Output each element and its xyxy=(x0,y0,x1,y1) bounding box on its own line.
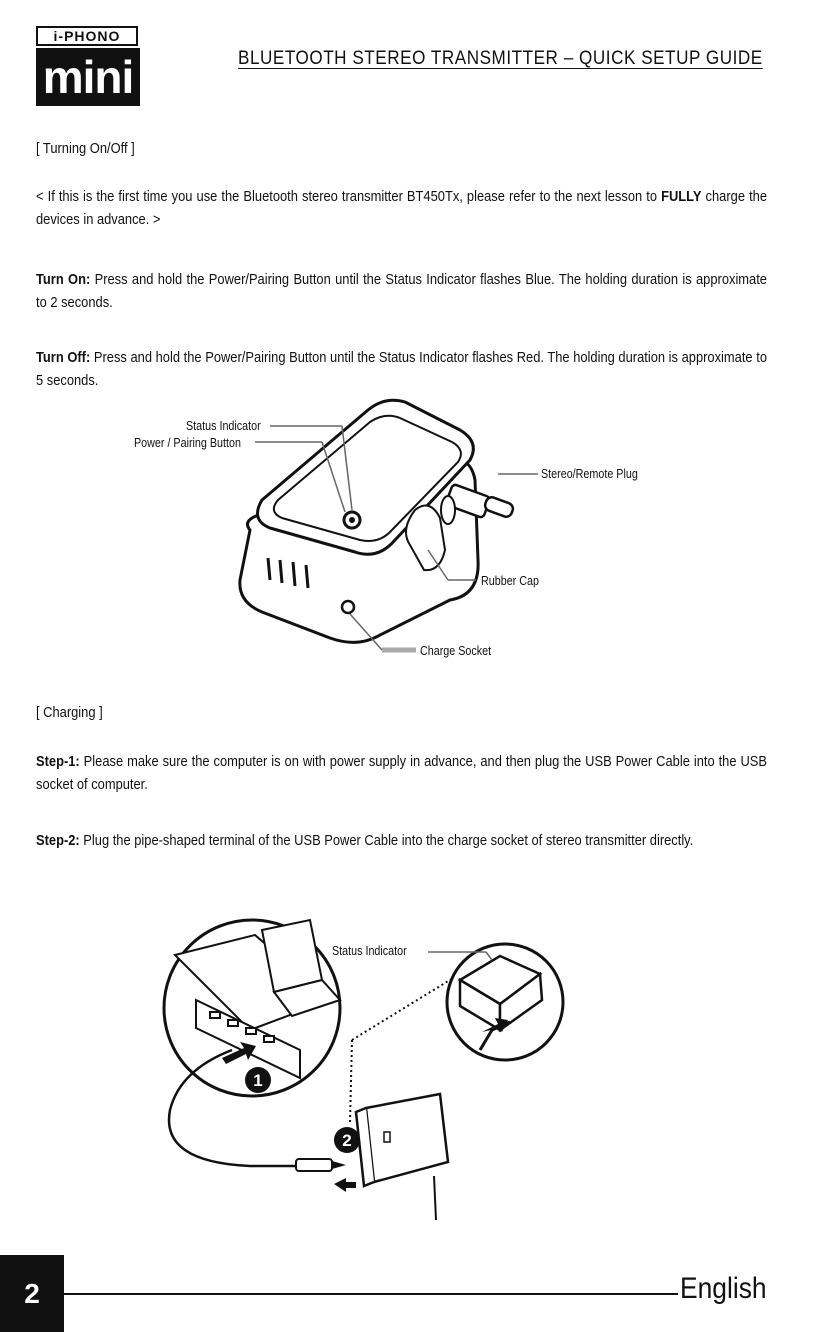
intro-text-bold: FULLY xyxy=(661,188,702,205)
step2-text: Plug the pipe-shaped terminal of the USB… xyxy=(79,832,694,849)
turn-off-label: Turn Off: xyxy=(36,349,91,366)
turn-off-text: Press and hold the Power/Pairing Button … xyxy=(36,349,768,389)
page-title: BLUETOOTH STEREO TRANSMITTER – QUICK SET… xyxy=(238,48,763,69)
section-heading-charging: [ Charging ] xyxy=(36,704,103,721)
label-charge-socket: Charge Socket xyxy=(420,644,492,658)
marker-step-1: 1 xyxy=(253,1071,262,1090)
language-label: English xyxy=(680,1272,767,1305)
label-power-pairing-button: Power / Pairing Button xyxy=(134,436,241,450)
step1-label: Step-1: xyxy=(36,753,80,770)
turn-on-paragraph: Turn On: Press and hold the Power/Pairin… xyxy=(36,268,767,314)
step2-paragraph: Step-2: Plug the pipe-shaped terminal of… xyxy=(36,829,767,852)
step2-label: Step-2: xyxy=(36,832,80,849)
step1-paragraph: Step-1: Please make sure the computer is… xyxy=(36,750,767,796)
label-rubber-cap: Rubber Cap xyxy=(481,574,539,588)
section-heading-turning: [ Turning On/Off ] xyxy=(36,140,135,157)
turn-off-paragraph: Turn Off: Press and hold the Power/Pairi… xyxy=(36,346,767,392)
label-status-indicator: Status Indicator xyxy=(186,419,261,433)
logo-bottom-text: mini xyxy=(36,48,140,106)
charging-illustration: 1 2 xyxy=(162,918,565,1221)
intro-text-post: charge the devices in advance. > xyxy=(36,188,767,228)
label-stereo-remote-plug: Stereo/Remote Plug xyxy=(541,467,638,481)
label-status-indicator-2: Status Indicator xyxy=(332,944,407,958)
brand-logo: i-PHONO mini xyxy=(36,26,140,106)
turn-on-label: Turn On: xyxy=(36,271,91,288)
transmitter-illustration xyxy=(238,398,538,653)
marker-step-2: 2 xyxy=(342,1131,351,1150)
page-number: 2 xyxy=(0,1255,64,1332)
step1-text: Please make sure the computer is on with… xyxy=(36,753,767,793)
intro-paragraph: < If this is the first time you use the … xyxy=(36,185,767,231)
turn-on-text: Press and hold the Power/Pairing Button … xyxy=(36,271,767,311)
logo-top-text: i-PHONO xyxy=(36,26,138,46)
footer-divider xyxy=(64,1293,678,1295)
intro-text-pre: < If this is the first time you use the … xyxy=(36,188,662,205)
